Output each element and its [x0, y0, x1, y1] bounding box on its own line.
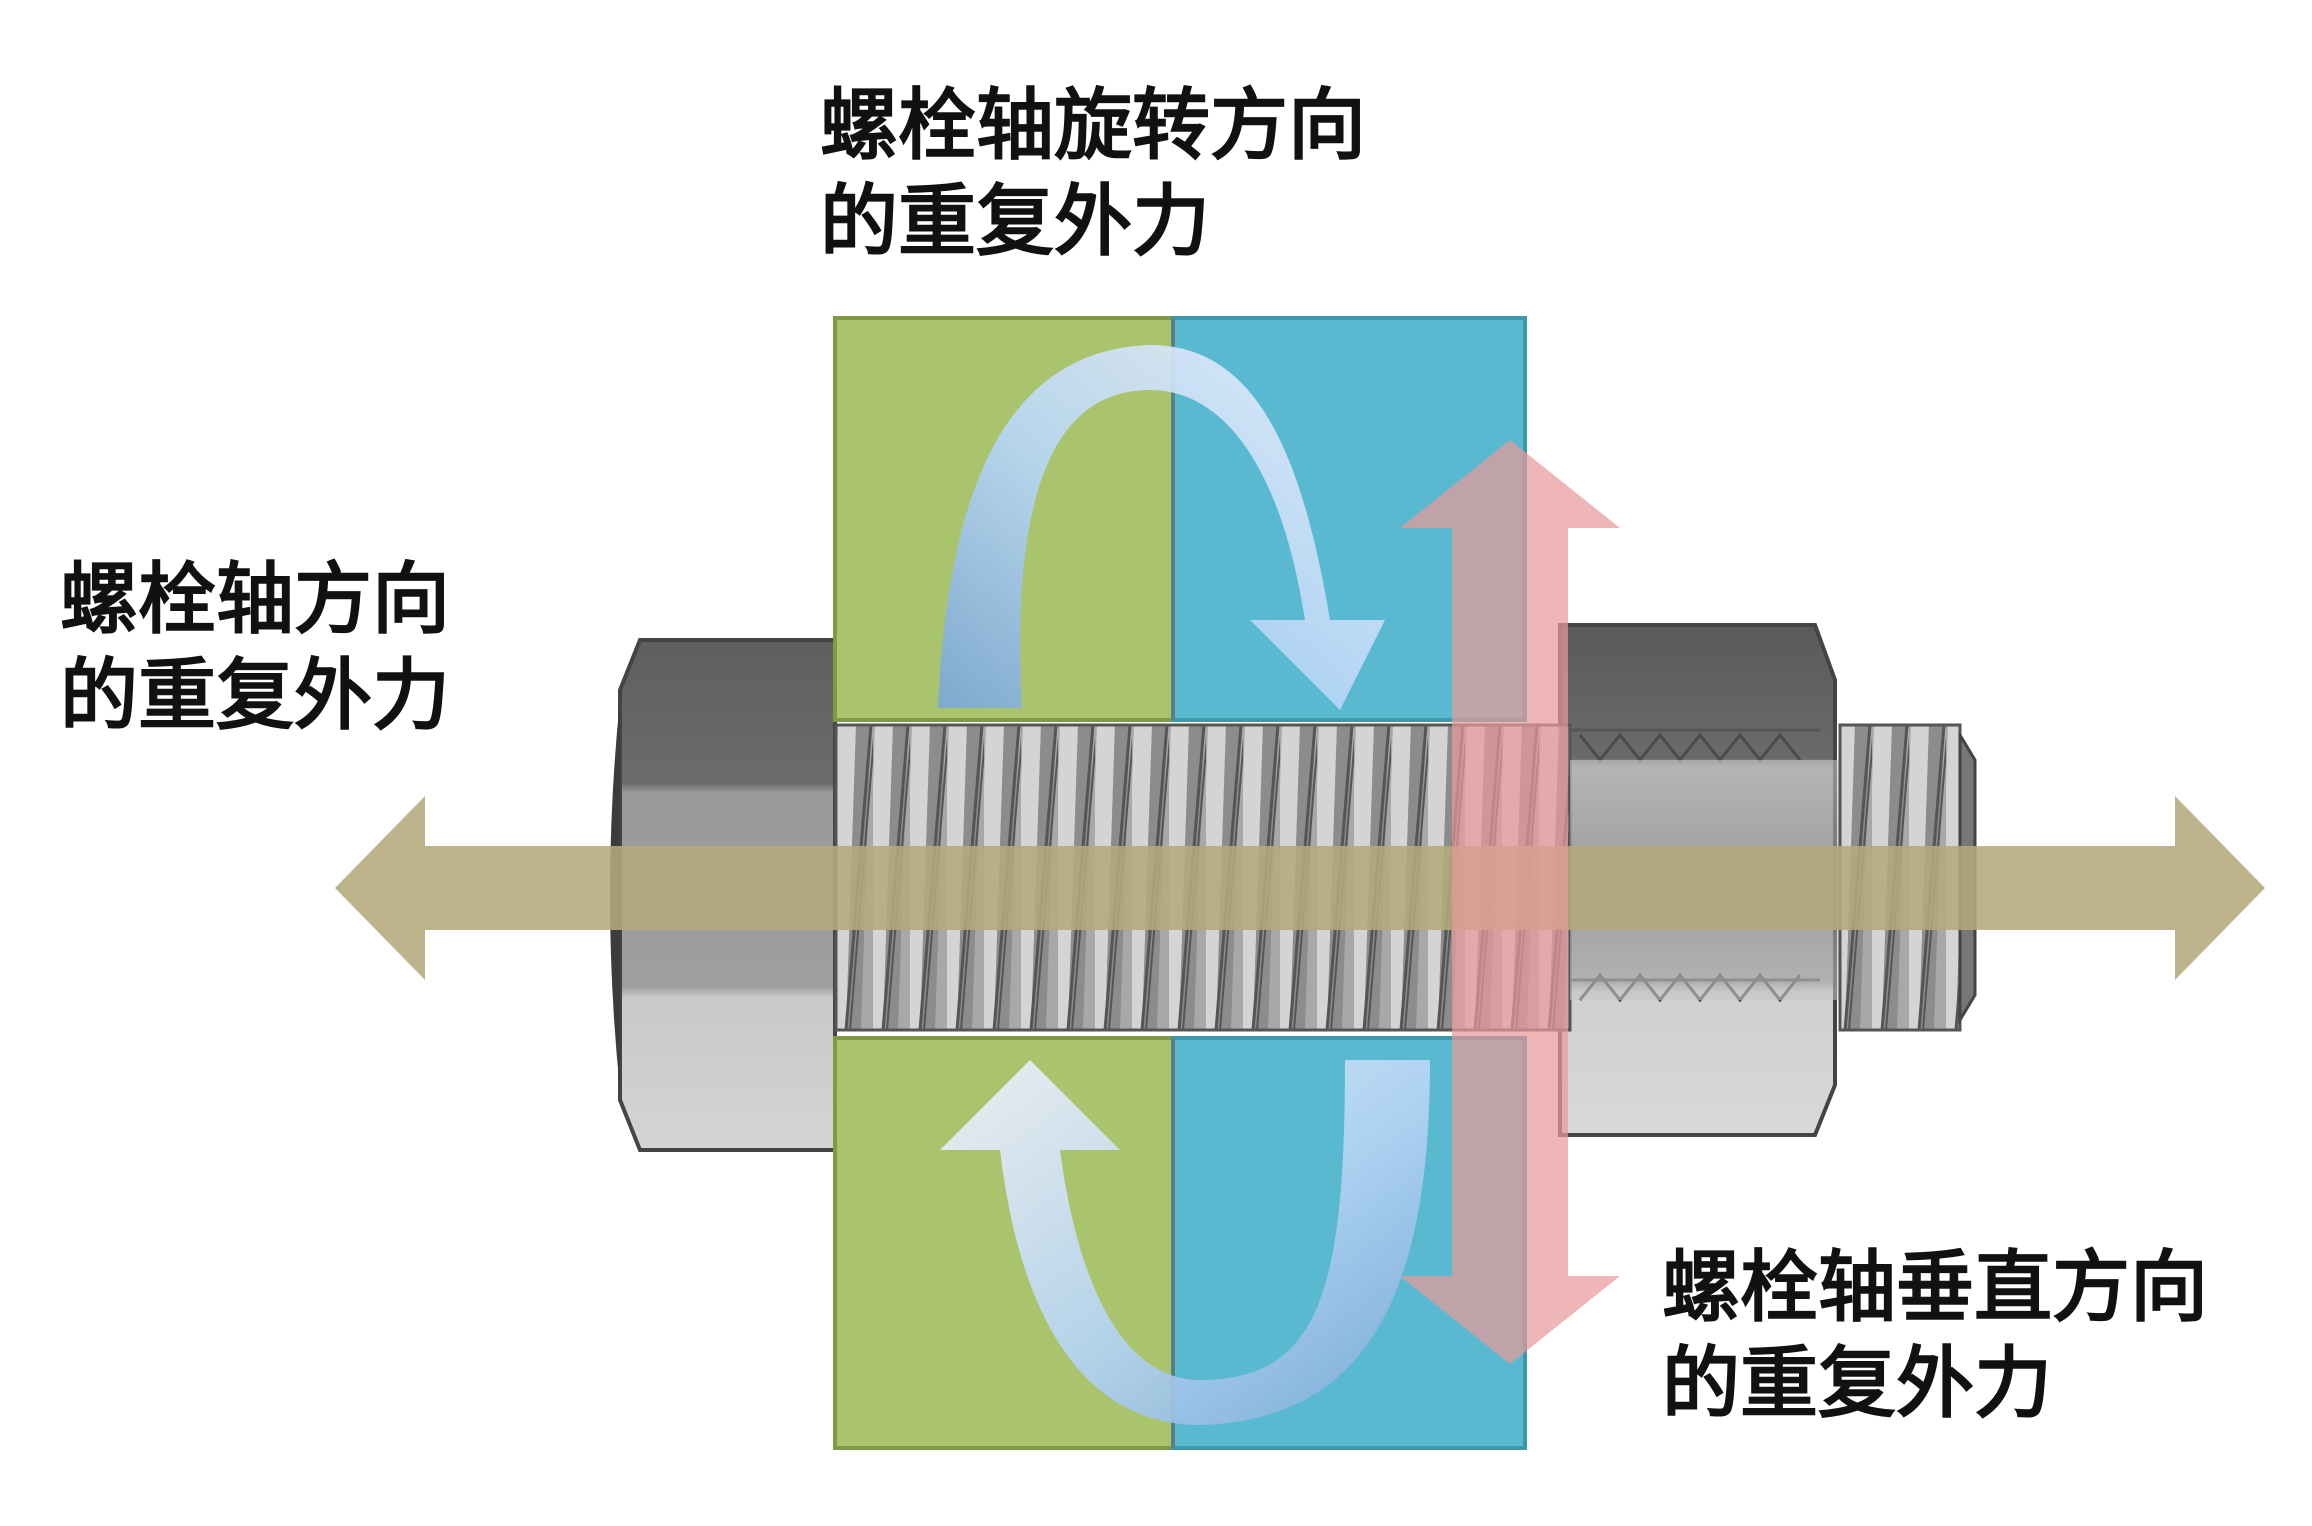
rotational-force-label: 螺栓轴旋转方向 的重复外力: [820, 78, 1366, 270]
perpendicular-force-label-line1: 螺栓轴垂直方向: [1662, 1243, 2209, 1333]
perpendicular-force-label-line2: 的重复外力: [1662, 1339, 2053, 1429]
rotation-force-arrow-bottom-icon: [940, 1060, 1430, 1425]
axial-force-label-line1: 螺栓轴方向: [60, 555, 451, 645]
perpendicular-force-label: 螺栓轴垂直方向 的重复外力: [1662, 1240, 2208, 1432]
axial-force-label: 螺栓轴方向 的重复外力: [60, 552, 450, 744]
rotation-force-arrow-top-icon: [938, 345, 1385, 710]
rotational-force-label-line2: 的重复外力: [820, 177, 1211, 267]
axial-force-label-line2: 的重复外力: [60, 651, 451, 741]
axial-force-arrow-icon: [335, 796, 2265, 980]
perpendicular-force-arrow-icon: [1400, 440, 1620, 1364]
rotational-force-label-line1: 螺栓轴旋转方向: [820, 81, 1367, 171]
